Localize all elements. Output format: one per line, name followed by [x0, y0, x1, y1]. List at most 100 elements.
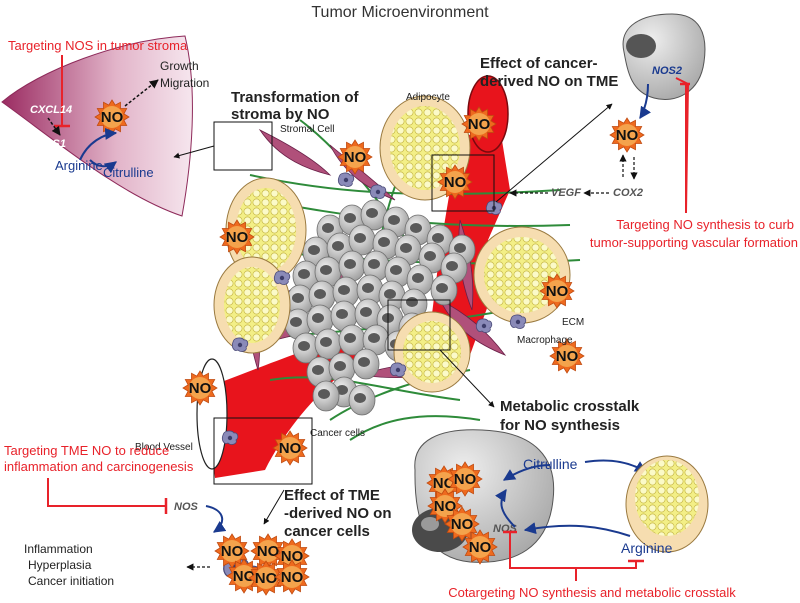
no-star-br-2: NO: [447, 461, 483, 497]
nos1-label: NOS1: [36, 138, 66, 150]
svg-text:NO: NO: [344, 149, 367, 166]
citrulline-export-arrow: [502, 464, 551, 481]
cancer-cell-nucleus: [354, 393, 366, 403]
cancer-cell-nucleus: [298, 341, 310, 351]
effect-cancer-heading-line1: Effect of cancer-: [480, 55, 598, 72]
cxcl14-label: CXCL14: [30, 104, 72, 116]
ecm-label: ECM: [562, 317, 584, 328]
macrophage-7: [231, 337, 249, 352]
cancer-cell-nucleus: [320, 337, 332, 347]
no-star-stroma: NO: [94, 99, 130, 135]
citrulline-label-metabolic: Citrulline: [523, 456, 578, 472]
svg-text:NO: NO: [469, 539, 492, 556]
cancer-cell-nucleus: [344, 213, 356, 223]
arginine-to-cancer-cell-arrow: [523, 522, 631, 537]
cancer-cell-nucleus: [390, 265, 402, 275]
cancer-cell-nucleus: [338, 285, 350, 295]
macrophage-label: Macrophage: [517, 335, 573, 346]
cancer-cell-nucleus: [410, 223, 422, 233]
target-vascular-line1: Targeting NO synthesis to curb: [616, 217, 794, 232]
cancer-cell-nucleus: [388, 215, 400, 225]
citrulline-to-adipocyte-arrow: [584, 459, 648, 473]
metabolic-zoom-arrow: [439, 349, 495, 408]
cancer-cell-nucleus: [412, 273, 424, 283]
cancer-cell-nucleus: [446, 261, 458, 271]
no-star-8: NO: [272, 430, 308, 466]
cancer-cell-nucleus: [308, 245, 320, 255]
no-star-bl-1: NO: [214, 533, 250, 569]
macrophage-4: [273, 270, 291, 285]
metabolic-panel: Metabolic crosstalk for NO synthesis NO …: [412, 349, 736, 600]
cancer-cell-cluster: [284, 199, 476, 416]
nucleus-top: [626, 34, 656, 58]
cancer-cell-nucleus: [334, 361, 346, 371]
arginine-to-no-arrow: [79, 127, 118, 161]
cxcl14-to-nos1-arrow: [47, 117, 61, 136]
cancer-cell-nucleus: [332, 241, 344, 251]
svg-text:NO: NO: [255, 570, 278, 587]
effect-cancer-heading-line2: derived NO on TME: [480, 73, 618, 90]
tme-zoom-box: [213, 417, 313, 485]
cox2-label: COX2: [613, 187, 643, 199]
svg-text:NO: NO: [444, 174, 467, 191]
cancer-cell-nucleus: [366, 208, 378, 218]
cancer-cell-nucleus: [368, 333, 380, 343]
macrophage-2: [369, 184, 387, 199]
migration-label: Migration: [160, 76, 209, 90]
cancer-cell-nucleus: [312, 313, 324, 323]
cancer-cell-nucleus: [378, 237, 390, 247]
target-tme-line2: inflammation and carcinogenesis: [4, 459, 194, 474]
cancer-cell-nucleus: [298, 269, 310, 279]
stromal-cell-shape: [1, 35, 193, 217]
nos-label-tme: NOS: [174, 501, 199, 513]
no-star-bl-3: NO: [274, 538, 310, 574]
tme-no-panel: Targeting TME NO to reduce inflammation …: [4, 443, 392, 596]
cancer-cell-nucleus: [312, 365, 324, 375]
no-star-6: NO: [549, 338, 585, 374]
vegf-label: VEGF: [551, 187, 581, 199]
hyperplasia-label: Hyperplasia: [28, 558, 92, 572]
svg-text:NO: NO: [101, 109, 124, 126]
metabolic-heading-line1: Metabolic crosstalk: [500, 398, 640, 415]
no-star-1: NO: [461, 106, 497, 142]
no-star-br-4: NO: [444, 506, 480, 542]
macrophage-8: [389, 362, 407, 377]
target-stroma-text: Targeting NOS in tumor stroma: [8, 38, 188, 53]
svg-text:NO: NO: [434, 498, 457, 515]
no-star-2: NO: [337, 139, 373, 175]
target-cotarget-text: Cotargeting NO synthesis and metabolic c…: [448, 585, 736, 600]
svg-text:NO: NO: [257, 543, 280, 560]
no-star-bl-4: NO: [226, 558, 262, 594]
svg-text:NO: NO: [556, 348, 579, 365]
target-vascular-line2: tumor-supporting vascular formation: [590, 235, 798, 250]
svg-text:NO: NO: [451, 516, 474, 533]
no-star-br-3: NO: [427, 488, 463, 524]
target-tme-line1: Targeting TME NO to reduce: [4, 443, 169, 458]
inflammation-label: Inflammation: [24, 542, 93, 556]
no-star-bl-5: NO: [248, 560, 284, 596]
svg-text:NO: NO: [226, 229, 249, 246]
stromal-cell-panel: Targeting NOS in tumor stroma CXCL14 NOS…: [1, 35, 215, 217]
macrophage-1: [337, 172, 355, 187]
nos-to-no-arrow-metabolic: [495, 489, 516, 528]
cancer-initiation-label: Cancer initiation: [28, 574, 114, 588]
cancer-cell-nucleus: [344, 259, 356, 269]
svg-text:NO: NO: [221, 543, 244, 560]
cancer-cell-nucleus: [400, 243, 412, 253]
svg-text:NO: NO: [468, 116, 491, 133]
cancer-cell-nucleus: [362, 283, 374, 293]
svg-text:NO: NO: [454, 471, 477, 488]
svg-text:NO: NO: [546, 283, 569, 300]
cancer-cell-nucleus: [368, 259, 380, 269]
cancer-cell-nucleus: [406, 297, 418, 307]
cancer-no-panel: Effect of cancer- derived NO on TME NOS2…: [480, 13, 798, 250]
diagram-title: Tumor Microenvironment: [311, 4, 489, 21]
svg-text:NO: NO: [189, 380, 212, 397]
metabolic-zoom-box: [387, 299, 451, 351]
effect-tme-heading-line3: cancer cells: [284, 523, 370, 540]
tme-target-inhibition: [47, 478, 168, 514]
blood-vessel-label: Blood Vessel: [135, 442, 193, 453]
effect-tme-heading-line1: Effect of TME: [284, 487, 380, 504]
svg-text:NO: NO: [281, 548, 304, 565]
